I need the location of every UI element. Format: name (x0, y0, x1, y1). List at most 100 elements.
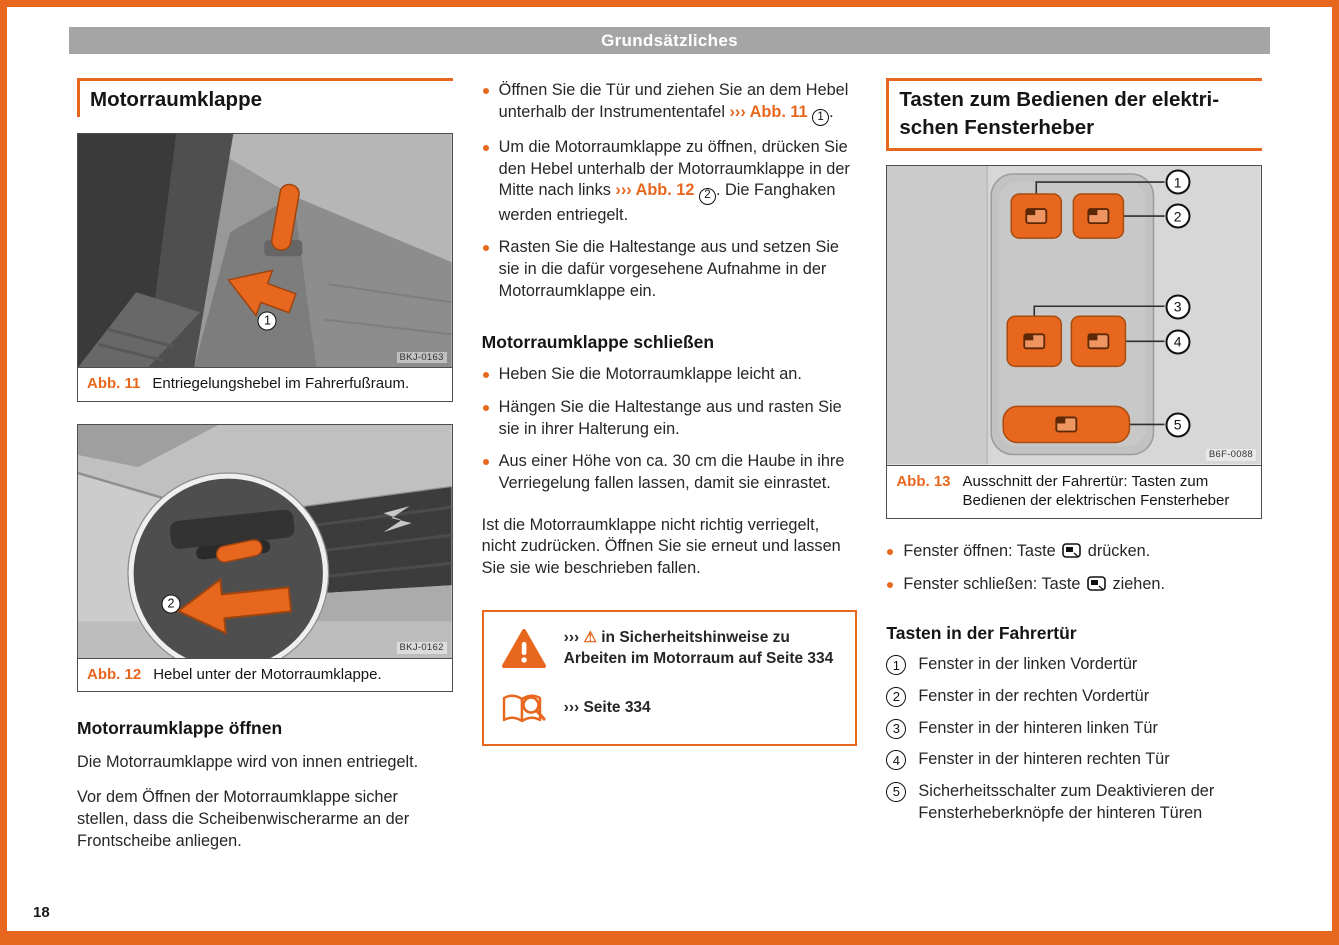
bullet-text: Rasten Sie die Haltestange aus und setze… (498, 238, 839, 300)
numbered-item: 2 Fenster in der rechten Vordertür (886, 686, 1262, 708)
numbered-item: 1 Fenster in der linken Vordertür (886, 654, 1262, 676)
section-heading-motorraumklappe: Motorraumklappe (77, 78, 453, 117)
subheading-motorraumklappe-oeffnen: Motorraumklappe öffnen (77, 718, 283, 739)
window-button-icon (1087, 575, 1106, 591)
figure-caption-abb13: Abb. 13 Ausschnitt der Fahrertür: Tasten… (887, 464, 1262, 518)
bullet-text: . Die Fanghaken werden entriegelt. (498, 181, 836, 224)
hood-release-illustration-art (78, 424, 452, 658)
bullet-item: Um die Motorraumklappe zu öffnen, drücke… (482, 137, 858, 226)
figure-caption-abb11: Abb. 11 Entriegelungshebel im Fahrerfußr… (78, 367, 452, 401)
figure-label: Abb. 13 (896, 472, 951, 490)
book-magnifier-icon (500, 690, 548, 728)
numbered-item: 3 Fenster in der hinteren linken Tür (886, 718, 1262, 740)
figure-callout-3: 3 (1165, 294, 1191, 320)
figure-abb11: 1 BKJ-0163 Abb. 11 Entriegelungshebel im… (77, 132, 453, 402)
door-panel-illustration-art (887, 166, 1262, 465)
bullet-text: Heben Sie die Motorraumklappe leicht an. (498, 365, 802, 384)
bullet-dot (482, 459, 489, 466)
bullet-dot (482, 245, 489, 252)
section-heading-fensterheber: Tasten zum Bedienen der elektri­schen Fe… (886, 78, 1263, 152)
figure-caption-text: Ausschnitt der Fahrertür: Tasten zum Bed… (962, 472, 1230, 510)
figure-caption-text: Hebel unter der Motorraumklappe. (153, 665, 382, 683)
bullet-item: Fenster schließen: Taste ziehen. (886, 574, 1262, 596)
bullet-dot (482, 88, 489, 94)
bullet-item: Hängen Sie die Haltestange aus und raste… (482, 397, 858, 440)
hood-release-illustration: 2 BKJ-0162 (78, 424, 452, 658)
column-left: Motorraumklappe (77, 78, 453, 865)
reference-text: in Sicherheitshinweise zu Arbeiten im Mo… (563, 628, 834, 667)
callout-number: 2 (698, 187, 716, 205)
bullet-dot (482, 404, 489, 411)
bullet-text: Hängen Sie die Haltestange aus und raste… (498, 397, 842, 438)
bullet-item: Fenster öffnen: Taste drücken. (886, 541, 1262, 563)
figure-abb13: 1 2 3 4 5 B6F-0088 Abb. 13 Ausschnitt de… (886, 165, 1263, 519)
figure-callout-2: 2 (161, 594, 181, 614)
booklet-reference-text: ››› Seite 334 (563, 699, 651, 717)
page-header-title: Grundsätzliches (601, 30, 738, 50)
paragraph: Die Motorraumklappe wird von innen entri… (77, 753, 419, 772)
figure-abb12: 2 BKJ-0162 Abb. 12 Hebel unter der Motor… (77, 423, 453, 693)
figure-code-abb11: BKJ-0163 (396, 351, 447, 364)
figure-caption-abb12: Abb. 12 Hebel unter der Motorraumklappe. (78, 657, 452, 692)
figure-caption-text: Entriegelungshebel im Fahrerfußraum. (152, 375, 410, 393)
column-right: Tasten zum Bedienen der elektri­schen Fe… (886, 78, 1263, 834)
bullet-dot (482, 144, 489, 151)
bullet-text: Fenster öffnen: Taste (903, 541, 1056, 560)
bullet-text: Fenster schließen: Taste (903, 574, 1081, 593)
figure-callout-5: 5 (1165, 412, 1191, 438)
bullet-dot (887, 581, 894, 588)
page-header-bar: Grundsätzliches (69, 27, 1270, 54)
item-number: 5 (886, 781, 907, 802)
content-columns: Motorraumklappe (7, 54, 1332, 865)
paragraph: Ist die Motorraumklappe nicht richtig ve… (481, 515, 841, 577)
figure-reference: ››› Abb. 12 (615, 181, 695, 200)
bullet-item: Öffnen Sie die Tür und ziehen Sie an dem… (482, 80, 858, 126)
column-middle: Öffnen Sie die Tür und ziehen Sie an dem… (481, 78, 858, 746)
bullet-item: Rasten Sie die Haltestange aus und setze… (482, 237, 858, 302)
subheading-tasten-fahrertuer: Tasten in der Fahrertür (886, 623, 1077, 644)
window-button-icon (1062, 543, 1082, 558)
callout-number: 1 (812, 108, 830, 126)
page-number: 18 (33, 904, 50, 921)
item-text: Fenster in der linken Vordertür (918, 655, 1138, 674)
subheading-motorraumklappe-schliessen: Motorraumklappe schließen (481, 332, 715, 353)
safety-reference-text: ››› ⚠ in Sicherheitshinweise zu Arbeiten… (564, 628, 840, 670)
figure-callout-1: 1 (1165, 169, 1191, 195)
bullet-dot (482, 372, 489, 379)
item-text: Fenster in der rechten Vordertür (918, 686, 1150, 705)
numbered-item: 4 Fenster in der hinteren rechten Tür (886, 749, 1262, 771)
bullet-item: Aus einer Höhe von ca. 30 cm die Haube i… (482, 451, 858, 494)
paragraph: Vor dem Öffnen der Motorraumklappe siche… (77, 788, 410, 850)
warning-triangle-icon (500, 628, 548, 670)
safety-reference-box: ››› ⚠ in Sicherheitshinweise zu Arbeiten… (481, 609, 858, 746)
figure-code-abb13: B6F-0088 (1205, 449, 1257, 461)
item-text: Sicherheitsschalter zum Deaktivieren der… (918, 781, 1215, 822)
item-text: Fenster in der hinteren linken Tür (918, 718, 1158, 737)
figure-callout-4: 4 (1165, 329, 1191, 355)
bullet-text: ziehen. (1112, 574, 1165, 593)
numbered-item: 5 Sicherheitsschalter zum Deaktivieren d… (886, 781, 1262, 824)
bullet-text: Aus einer Höhe von ca. 30 cm die Haube i… (498, 452, 845, 492)
safety-reference-row: ››› ⚠ in Sicherheitshinweise zu Arbeiten… (500, 628, 840, 670)
reference-arrows: ››› (563, 628, 580, 646)
bullet-text: drücken. (1087, 541, 1151, 560)
bullet-item: Heben Sie die Motorraumklappe leicht an. (482, 364, 858, 386)
bullet-dot (887, 548, 894, 555)
item-number: 3 (886, 718, 907, 739)
footwell-illustration: 1 BKJ-0163 (78, 133, 452, 368)
figure-label: Abb. 12 (87, 665, 142, 683)
item-text: Fenster in der hinteren rechten Tür (918, 750, 1170, 769)
figure-code-abb12: BKJ-0162 (396, 642, 447, 654)
warning-inline-icon: ⚠ (583, 628, 597, 646)
item-number: 1 (886, 655, 907, 676)
bullet-text: Öffnen Sie die Tür und ziehen Sie an dem… (498, 81, 849, 121)
bullet-text: Um die Motorraumklappe zu öffnen, drücke… (498, 137, 850, 200)
figure-reference: ››› Abb. 11 (729, 102, 808, 121)
figure-callout-1: 1 (257, 311, 277, 331)
item-number: 4 (886, 750, 907, 771)
figure-callout-2: 2 (1165, 203, 1191, 229)
footwell-illustration-art (78, 133, 452, 368)
bullet-text: . (829, 102, 834, 121)
figure-label: Abb. 11 (87, 375, 141, 393)
